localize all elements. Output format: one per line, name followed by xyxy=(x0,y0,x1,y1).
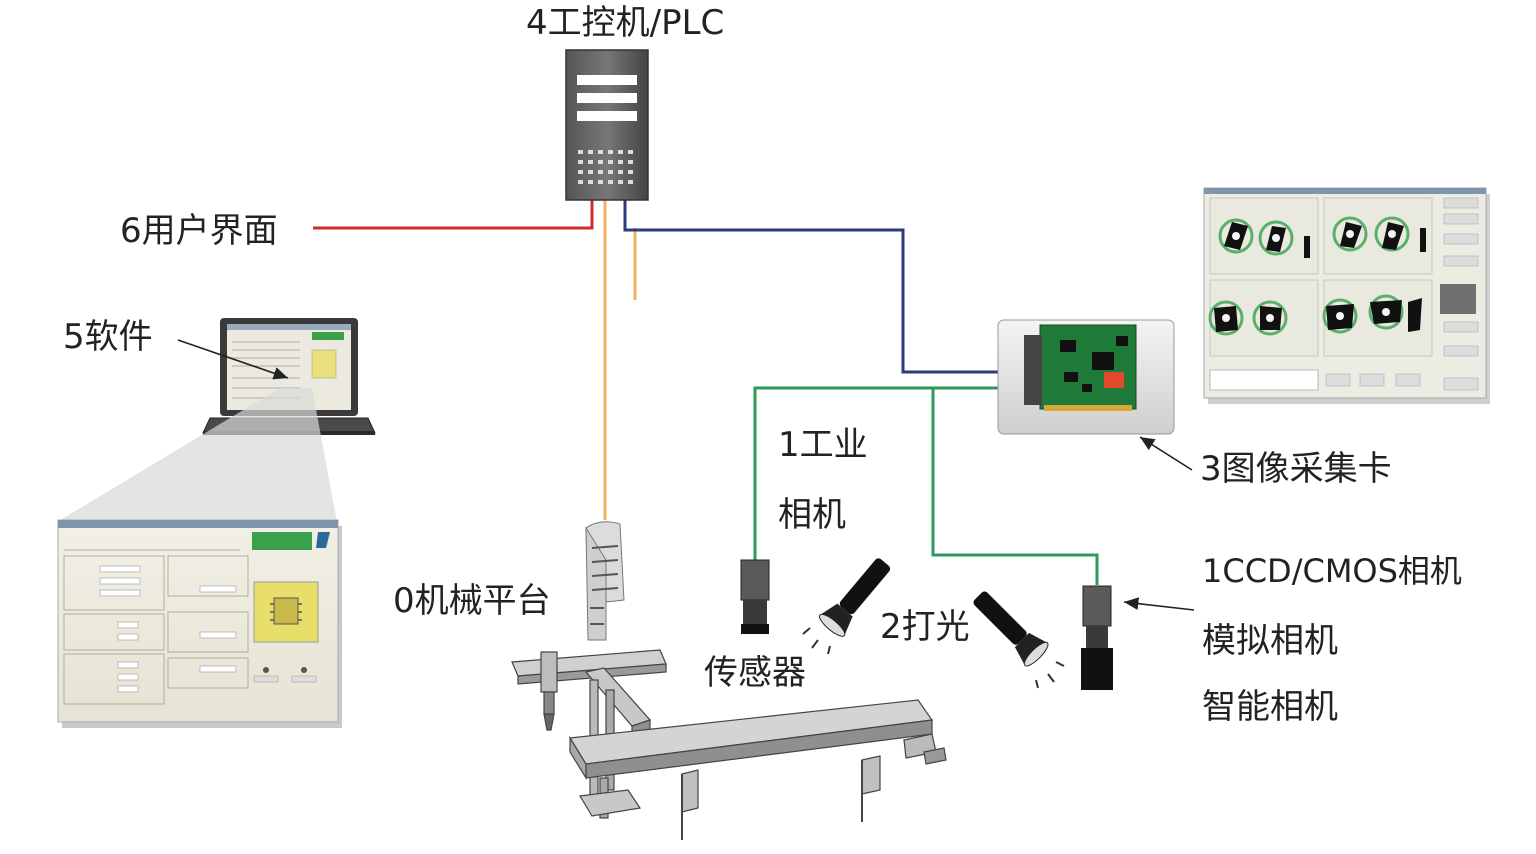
smart-camera-label: 智能相机 xyxy=(1202,687,1338,727)
flashlight-icon xyxy=(802,558,891,655)
software-label: 5软件 xyxy=(63,317,153,357)
ui-label: 6用户界面 xyxy=(120,211,278,251)
lighting-label: 2打光 xyxy=(880,607,970,647)
industrial-camera-label-line1: 1工业 xyxy=(778,425,868,465)
ccd-cmos-camera-label: 1CCD/CMOS相机 xyxy=(1202,552,1462,590)
sensor-label: 传感器 xyxy=(704,653,806,693)
zoom-projection xyxy=(57,388,337,522)
capture-card-pointer-arrow xyxy=(1139,436,1193,471)
capture-card-label: 3图像采集卡 xyxy=(1200,449,1392,489)
server-icon xyxy=(565,49,649,201)
camera-connection-line xyxy=(753,386,1099,585)
industrial-camera-icon xyxy=(740,559,770,634)
smart-camera-icon xyxy=(1081,585,1113,690)
platform-connection-line xyxy=(603,200,637,520)
analog-camera-label: 模拟相机 xyxy=(1202,621,1338,661)
software-pointer-arrow xyxy=(177,339,289,380)
software-screen-icon xyxy=(57,519,342,728)
capture-card-icon xyxy=(997,319,1175,435)
ui-connection-line xyxy=(313,200,594,230)
platform-label: 0机械平台 xyxy=(393,581,551,621)
capture-card-connection-line xyxy=(623,200,998,374)
camera-pointer-arrow xyxy=(1123,597,1195,611)
flashlight-icon xyxy=(973,591,1065,689)
sensor-tape-icon xyxy=(585,521,625,641)
image-result-screen-icon xyxy=(1203,187,1490,404)
plc-label: 4工控机/PLC xyxy=(526,3,725,43)
industrial-camera-label-line2: 相机 xyxy=(778,495,846,535)
mechanical-platform-icon xyxy=(511,649,947,840)
